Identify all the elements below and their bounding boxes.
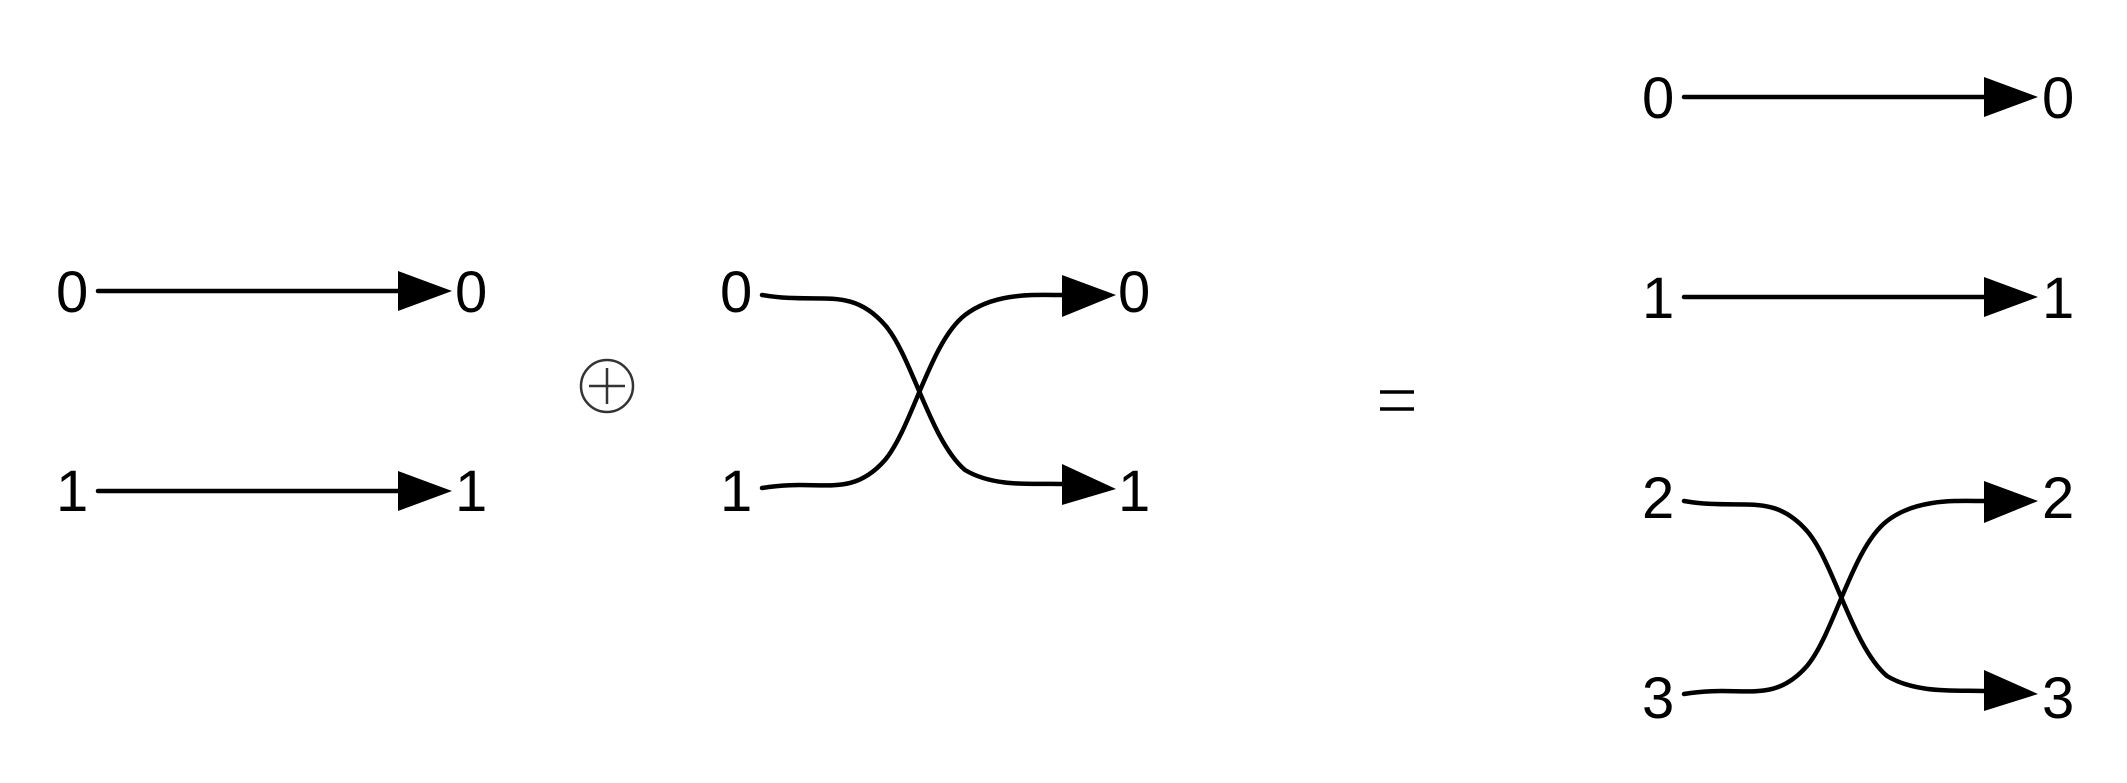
result-arrowhead-2 (1984, 481, 2038, 523)
swap-arrowhead-1 (1062, 464, 1116, 505)
result-arrowhead-1 (1984, 277, 2038, 317)
result-arrowhead-3 (1984, 670, 2038, 711)
oplus-circle (579, 358, 635, 414)
result-output-3: 3 (2042, 666, 2074, 731)
swap-wire-1-to-0 (759, 292, 1065, 491)
result-input-0: 0 (1642, 66, 1674, 131)
result-permutation: 0 1 2 3 0 1 2 3 (1642, 66, 2074, 731)
swap-output-1: 1 (1118, 459, 1150, 524)
direct-sum-operator: ⊕ (579, 358, 635, 414)
identity-output-1: 1 (455, 459, 487, 524)
result-wire-3-to-2 (1681, 498, 1987, 697)
result-wire-2-to-3 (1681, 498, 1987, 694)
swap-output-0: 0 (1118, 260, 1150, 325)
result-arrowhead-0 (1984, 77, 2038, 117)
result-input-2: 2 (1642, 466, 1674, 531)
result-output-0: 0 (2042, 66, 2074, 131)
identity-input-0: 0 (56, 260, 88, 325)
equals-operator: = (1380, 390, 1414, 411)
identity-input-1: 1 (56, 459, 88, 524)
identity-output-0: 0 (455, 260, 487, 325)
swap-input-1: 1 (720, 459, 752, 524)
identity-arrowhead-1 (398, 471, 452, 511)
result-input-1: 1 (1642, 266, 1674, 331)
swap-permutation: 0 1 0 1 (720, 260, 1150, 524)
swap-input-0: 0 (720, 260, 752, 325)
result-input-3: 3 (1642, 666, 1674, 731)
swap-arrowhead-0 (1062, 275, 1116, 317)
identity-arrowhead-0 (398, 271, 452, 311)
result-output-2: 2 (2042, 466, 2074, 531)
result-output-1: 1 (2042, 266, 2074, 331)
identity-permutation: 0 1 0 1 (56, 260, 487, 524)
swap-wire-0-to-1 (759, 292, 1065, 487)
